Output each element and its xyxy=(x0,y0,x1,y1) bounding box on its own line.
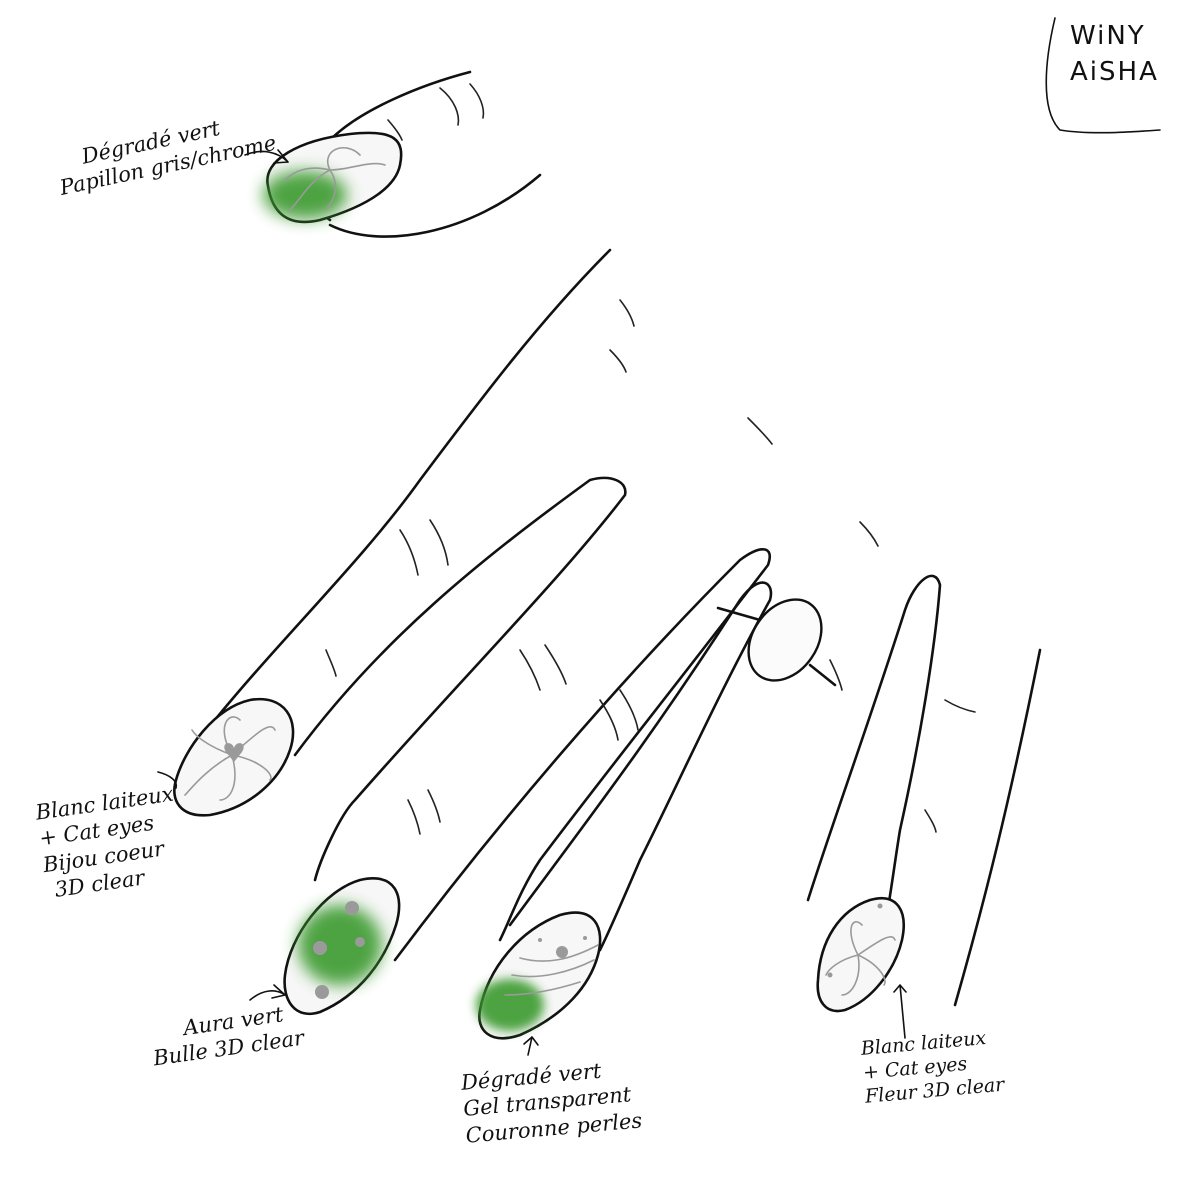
heart-gem xyxy=(224,743,244,762)
annotation-index: Blanc laiteux + Cat eyes Bijou coeur 3D … xyxy=(34,781,175,902)
thumb xyxy=(263,70,542,238)
arrow-thumb xyxy=(244,149,289,164)
pearl xyxy=(556,946,568,958)
bubble-3d xyxy=(345,901,359,915)
thumb-nail xyxy=(263,131,403,224)
index-nail xyxy=(173,697,295,817)
signature-line-1: WiNY xyxy=(1070,21,1146,51)
middle-nail xyxy=(283,877,401,1015)
arrow-ring xyxy=(523,1036,539,1056)
annotation-ring: Dégradé vert Gel transparent Couronne pe… xyxy=(460,1058,643,1148)
knuckle-crease xyxy=(619,299,635,327)
annotation-pinky: Blanc laiteux + Cat eyes Fleur 3D clear xyxy=(860,1027,1006,1108)
signature: WiNY AiSHA xyxy=(1070,18,1159,91)
index-finger xyxy=(173,476,627,882)
ring-nail xyxy=(476,911,602,1040)
signature-line-2: AiSHA xyxy=(1070,57,1159,88)
pinky-nail xyxy=(816,897,905,1013)
signature-frame xyxy=(1045,17,1161,134)
ring-finger xyxy=(476,581,837,1040)
hand-outline xyxy=(178,248,612,772)
middle-finger xyxy=(283,548,771,1015)
arrow-middle xyxy=(249,984,286,1001)
arrow-pinky xyxy=(893,984,907,1039)
ring-jewelry xyxy=(716,598,837,687)
annotation-arrows xyxy=(157,149,907,1056)
pinky-finger xyxy=(806,574,976,1013)
arrow-index xyxy=(157,771,178,789)
